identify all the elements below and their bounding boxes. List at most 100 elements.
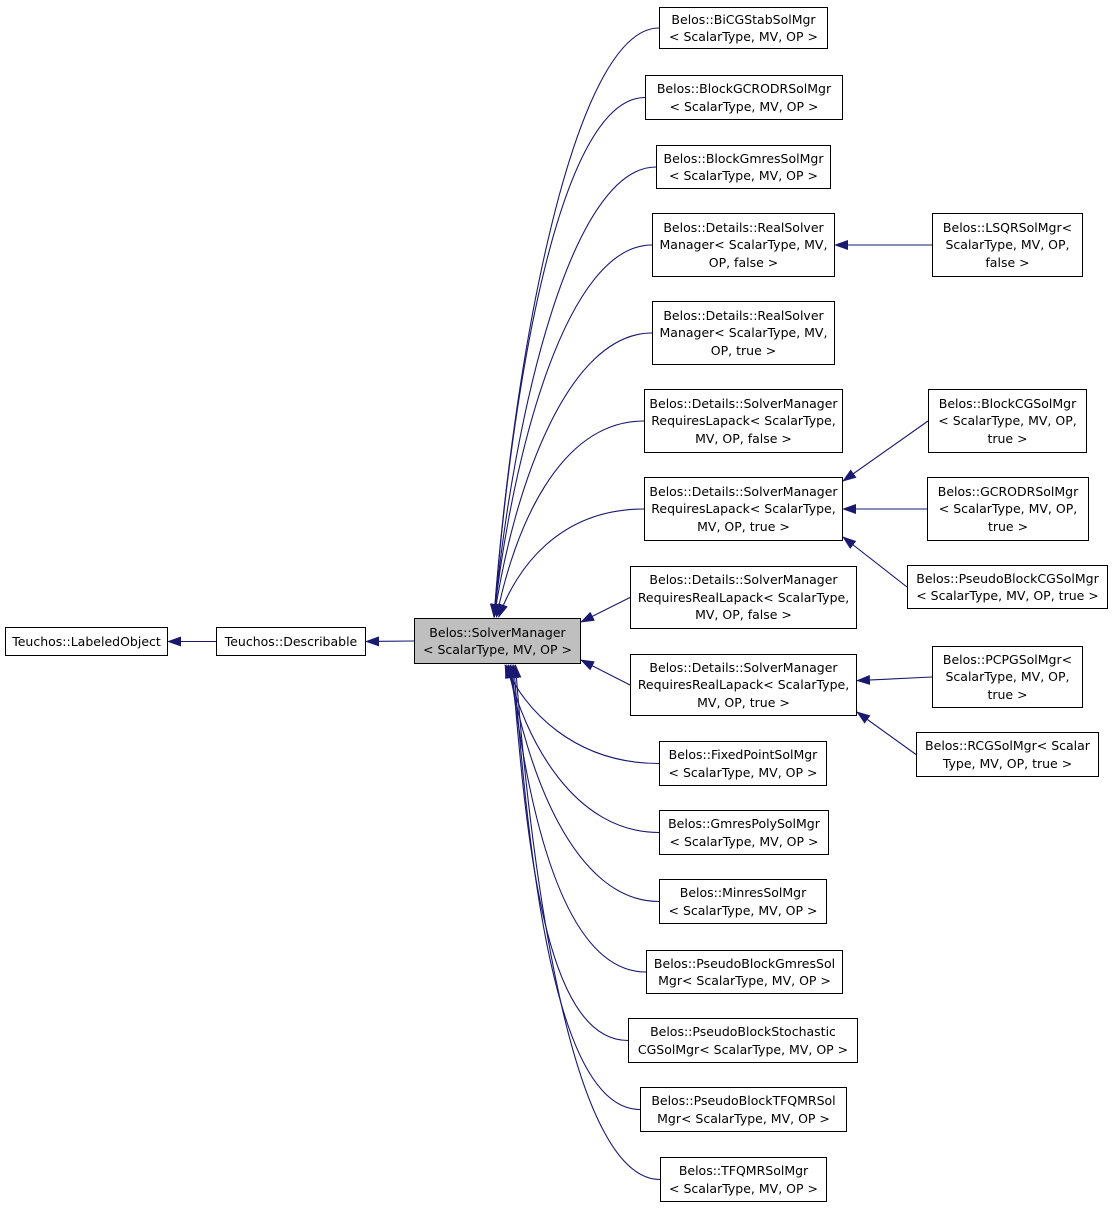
node-label-line: Belos::PseudoBlockStochastic (650, 1024, 836, 1039)
node-label-line: Belos::Details::RealSolver (663, 219, 824, 235)
class-node-requireslapack-false[interactable]: Belos::Details::SolverManager RequiresLa… (644, 389, 843, 453)
inheritance-arrow-pcpg-to-req_real_lapack_true (856, 674, 933, 685)
class-node-pseudoblockgmressolmgr[interactable]: Belos::PseudoBlockGmresSol Mgr< ScalarTy… (646, 950, 843, 994)
node-label-line: Belos::BiCGStabSolMgr (671, 11, 816, 27)
node-label-line: RequiresLapack< ScalarType, (651, 501, 836, 517)
inheritance-arrow-block_gcrodr-to-solver_manager (490, 96, 646, 618)
node-label-line: Belos::TFQMRSolMgr (678, 1163, 809, 1178)
node-label-line: Belos::Details::SolverManager (649, 483, 838, 499)
node-label-line: Manager< ScalarType, MV, (659, 325, 828, 341)
class-node-gmrespolysolmgr[interactable]: Belos::GmresPolySolMgr < ScalarType, MV,… (659, 810, 829, 855)
node-label-line: Belos::Details::SolverManager (649, 572, 838, 588)
node-label-line: Belos::PCPGSolMgr< (942, 651, 1073, 667)
node-label-line: < ScalarType, MV, OP > (669, 168, 818, 183)
class-node-realsolvermanager-true[interactable]: Belos::Details::RealSolver Manager< Scal… (652, 301, 835, 365)
class-node-teuchos-labeledobject[interactable]: Teuchos::LabeledObject (5, 627, 168, 656)
node-label-line: < ScalarType, MV, OP > (668, 902, 818, 918)
node-label-line: RequiresRealLapack< ScalarType, (637, 677, 850, 693)
node-label-line: Belos::SolverManager (429, 624, 566, 640)
inheritance-arrow-real_solver_false-to-solver_manager (490, 244, 653, 618)
inheritance-arrow-gmres_poly-to-solver_manager (504, 664, 660, 834)
inheritance-arrow-rcg-to-req_real_lapack_true (856, 711, 917, 755)
class-node-bicgstabsolmgr[interactable]: Belos::BiCGStabSolMgr < ScalarType, MV, … (659, 7, 828, 49)
node-label-line: OP, false > (708, 254, 779, 270)
node-label-line: < ScalarType, MV, OP > (423, 642, 572, 657)
class-node-gcrodrsolmgr[interactable]: Belos::GCRODRSolMgr < ScalarType, MV, OP… (927, 477, 1089, 541)
inheritance-arrow-req_real_lapack_true-to-solver_manager (580, 659, 631, 686)
node-label-line: Belos::LSQRSolMgr< (942, 219, 1073, 235)
node-label-line: Mgr< ScalarType, MV, OP > (658, 973, 831, 988)
node-label-line: < ScalarType, MV, OP, (938, 413, 1077, 429)
node-label-line: Teuchos::Describable (224, 633, 358, 649)
node-label-line: < ScalarType, MV, OP, (938, 501, 1078, 517)
inheritance-arrow-pseudo_block_stochastic-to-solver_manager (508, 664, 629, 1042)
node-label-line: Belos::Details::RealSolver (663, 307, 824, 323)
class-node-requiresreallapack-false[interactable]: Belos::Details::SolverManager RequiresRe… (630, 566, 857, 629)
node-label-line: RequiresRealLapack< ScalarType, (637, 589, 850, 605)
node-label-line: OP, true > (710, 342, 777, 358)
node-label-line: Mgr< ScalarType, MV, OP > (657, 1110, 830, 1126)
node-label-line: < ScalarType, MV, OP > (669, 98, 819, 114)
class-node-tfqmrsolmgr[interactable]: Belos::TFQMRSolMgr < ScalarType, MV, OP … (660, 1157, 827, 1202)
node-label-line: ScalarType, MV, OP, (945, 237, 1070, 253)
class-node-realsolvermanager-false[interactable]: Belos::Details::RealSolver Manager< Scal… (652, 213, 835, 277)
node-label-line: < ScalarType, MV, OP > (669, 1180, 818, 1196)
node-label-line: Belos::PseudoBlockCGSolMgr (916, 570, 1099, 586)
node-label-line: MV, OP, true > (697, 694, 790, 710)
node-label-line: Manager< ScalarType, MV, (659, 237, 828, 253)
class-node-pseudoblocktfqmrsolmgr[interactable]: Belos::PseudoBlockTFQMRSol Mgr< ScalarTy… (640, 1087, 847, 1132)
class-node-blockgmressolmgr[interactable]: Belos::BlockGmresSolMgr < ScalarType, MV… (656, 145, 831, 189)
node-label-line: Belos::BlockCGSolMgr (938, 395, 1077, 411)
node-label-line: CGSolMgr< ScalarType, MV, OP > (637, 1041, 849, 1057)
inheritance-arrow-block_cg-to-req_lapack_true (842, 420, 929, 482)
node-label-line: Belos::BlockGCRODRSolMgr (656, 81, 832, 96)
class-node-teuchos-describable[interactable]: Teuchos::Describable (216, 627, 366, 656)
node-label-line: < ScalarType, MV, OP > (669, 833, 819, 849)
node-label-line: Belos::MinresSolMgr (679, 885, 807, 900)
node-label-line: RequiresLapack< ScalarType, (651, 413, 836, 429)
node-label-line: Belos::Details::SolverManager (649, 659, 838, 675)
class-node-pcpgsolmgr[interactable]: Belos::PCPGSolMgr< ScalarType, MV, OP, t… (932, 646, 1083, 708)
class-node-lsqrsolmgr[interactable]: Belos::LSQRSolMgr< ScalarType, MV, OP, f… (932, 213, 1083, 277)
node-label-line: < ScalarType, MV, OP > (668, 764, 818, 780)
node-label-line: MV, OP, true > (697, 518, 790, 534)
class-node-blockgcrodrsolmgr[interactable]: Belos::BlockGCRODRSolMgr < ScalarType, M… (645, 75, 843, 120)
class-node-pseudoblockstochasticcgsolmgr[interactable]: Belos::PseudoBlockStochastic CGSolMgr< S… (628, 1018, 858, 1063)
node-label-line: Type, MV, OP, true > (942, 755, 1073, 771)
class-node-requiresreallapack-true[interactable]: Belos::Details::SolverManager RequiresRe… (630, 654, 857, 716)
node-label-line: Belos::BlockGmresSolMgr (663, 150, 824, 166)
inheritance-arrow-tfqmr-to-solver_manager (511, 664, 661, 1181)
node-label-line: true > (987, 686, 1028, 702)
node-label-line: Belos::Details::SolverManager (649, 395, 838, 411)
inheritance-arrow-req_lapack_true-to-solver_manager (498, 508, 645, 618)
node-label-line: < ScalarType, MV, OP, true > (916, 588, 1099, 603)
node-label-line: true > (987, 430, 1028, 446)
inheritance-arrow-pseudo_block_tfqmr-to-solver_manager (509, 664, 641, 1111)
inheritance-arrow-bicgstab-to-solver_manager (489, 27, 660, 618)
inheritance-arrow-req_real_lapack_false-to-solver_manager (580, 597, 631, 623)
node-label-line: true > (987, 518, 1029, 534)
node-label-line: Belos::FixedPointSolMgr (668, 747, 818, 762)
inheritance-arrow-pseudo_block_cg-to-req_lapack_true (842, 536, 908, 588)
class-node-requireslapack-true[interactable]: Belos::Details::SolverManager RequiresLa… (644, 477, 843, 541)
class-node-pseudoblockcgsolmgr[interactable]: Belos::PseudoBlockCGSolMgr < ScalarType,… (907, 565, 1108, 609)
class-node-fixedpointsolmgr[interactable]: Belos::FixedPointSolMgr < ScalarType, MV… (659, 741, 827, 786)
node-label-line: Belos::RCGSolMgr< Scalar (925, 738, 1090, 753)
node-label-line: Belos::PseudoBlockTFQMRSol (651, 1093, 836, 1108)
inheritance-arrow-real_solver_true-to-solver_manager (491, 332, 653, 618)
class-node-solvermanager[interactable]: Belos::SolverManager < ScalarType, MV, O… (414, 618, 581, 664)
node-label-line: Belos::PseudoBlockGmresSol (653, 955, 836, 971)
inheritance-arrow-req_lapack_false-to-solver_manager (494, 420, 645, 618)
class-node-rcgsolmgr[interactable]: Belos::RCGSolMgr< Scalar Type, MV, OP, t… (916, 732, 1099, 777)
node-label-line: false > (985, 254, 1030, 270)
class-node-blockcgsolmgr[interactable]: Belos::BlockCGSolMgr < ScalarType, MV, O… (928, 389, 1087, 453)
node-label-line: MV, OP, false > (695, 607, 792, 623)
node-label-line: ScalarType, MV, OP, (945, 669, 1070, 685)
node-label-line: Teuchos::LabeledObject (12, 633, 161, 649)
node-label-line: < ScalarType, MV, OP > (669, 29, 818, 44)
node-label-line: Belos::GmresPolySolMgr (668, 816, 820, 831)
node-label-line: Belos::GCRODRSolMgr (937, 483, 1079, 499)
class-node-minressolmgr[interactable]: Belos::MinresSolMgr < ScalarType, MV, OP… (659, 879, 827, 924)
